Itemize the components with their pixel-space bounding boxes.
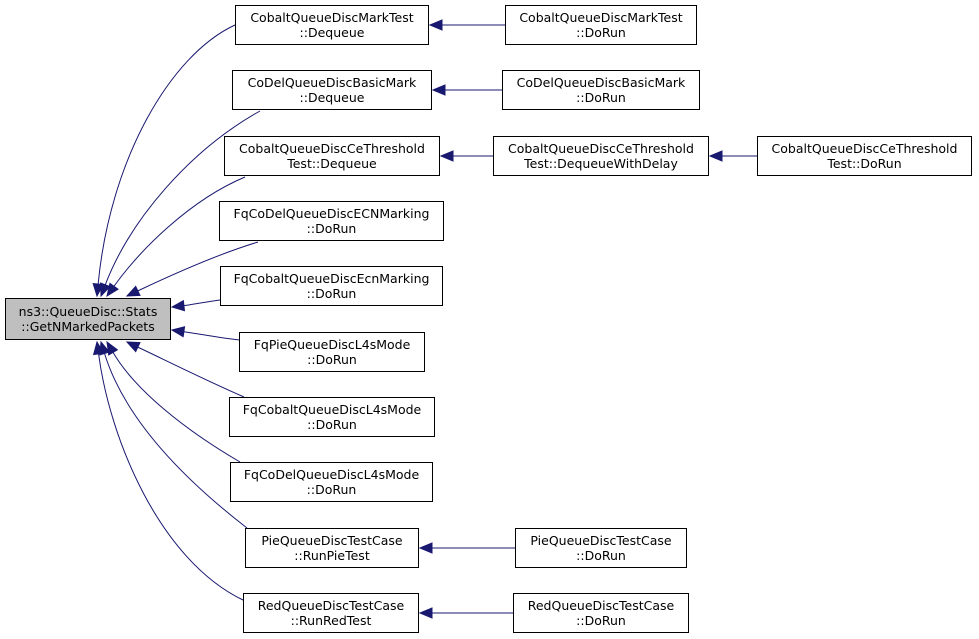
node-label-line: ::DoRun [307,417,357,432]
edge-n3a-to-n3-arrowhead [439,150,454,162]
edge-n2-to-root [104,110,261,285]
node-label-line: FqCobaltQueueDiscL4sMode [242,402,422,417]
node-label-line: CobaltQueueDiscCeThreshold [771,141,958,156]
node-label-line: ::Dequeue [299,90,365,105]
node-label-line: ::DoRun [307,352,357,367]
node-label-line: FqPieQueueDiscL4sMode [253,337,411,352]
node-label-line: ::DoRun [576,548,626,563]
node-label-line: CobaltQueueDiscMarkTest [250,10,414,25]
node-label-line: FqCoDelQueueDiscECNMarking [233,206,430,221]
edge-n1-to-root [97,24,236,285]
node-label-line: ::Dequeue [299,25,365,40]
node-label-line: Test::DequeueWithDelay [524,156,678,171]
edge-n5-to-root-arrowhead [170,299,186,312]
node-label-line: ::RunRedTest [290,613,372,628]
node-label-line: Test::Dequeue [287,156,377,171]
edge-n2a-to-n2-arrowhead [431,84,446,96]
node-label-line: PieQueueDiscTestCase [530,533,672,548]
node-label-line: CobaltQueueDiscCeThreshold [508,141,694,156]
edge-n7-to-root-arrowhead [125,341,141,353]
caller-node-n6[interactable]: FqPieQueueDiscL4sMode::DoRun [239,332,425,372]
edge-n10a-to-n10-arrowhead [418,607,433,619]
edge-n1a-to-n1-arrowhead [428,19,443,31]
edge-n4-to-root [137,241,259,292]
node-label-line: CoDelQueueDiscBasicMark [516,75,686,90]
edge-n3b-to-n3a-arrowhead [708,150,723,162]
node-label-line: FqCobaltQueueDiscEcnMarking [233,271,430,286]
caller-node-n10a[interactable]: RedQueueDiscTestCase::DoRun [513,593,689,633]
node-label-line: ns3::QueueDisc::Stats [18,304,158,319]
edge-n8-to-root [112,352,241,463]
edge-n4-to-root-arrowhead [125,285,141,297]
caller-node-n2a[interactable]: CoDelQueueDiscBasicMark::DoRun [502,70,700,110]
node-label-line: PieQueueDiscTestCase [261,533,403,548]
node-label-line: FqCoDelQueueDiscL4sMode [243,467,420,482]
caller-node-n2[interactable]: CoDelQueueDiscBasicMark::Dequeue [232,70,432,110]
node-label-line: ::RunPieTest [294,548,370,563]
caller-node-n5[interactable]: FqCobaltQueueDiscEcnMarking::DoRun [220,266,443,306]
caller-node-n10[interactable]: RedQueueDiscTestCase::RunRedTest [243,593,419,633]
node-label-line: RedQueueDiscTestCase [257,598,405,613]
caller-node-n9a[interactable]: PieQueueDiscTestCase::DoRun [515,528,687,568]
node-label-line: CobaltQueueDiscCeThreshold [239,141,425,156]
edge-n9a-to-n9-arrowhead [418,542,433,554]
edge-n10-to-root-arrowhead [92,340,105,356]
caller-node-n7[interactable]: FqCobaltQueueDiscL4sMode::DoRun [229,397,435,437]
caller-node-n4[interactable]: FqCoDelQueueDiscECNMarking::DoRun [219,201,444,241]
edge-n5-to-root [183,299,221,307]
edge-n2-to-root-arrowhead [100,282,111,298]
node-label-line: ::GetNMarkedPackets [21,319,155,334]
edge-n8-to-root-arrowhead [106,340,119,356]
node-label-line: CobaltQueueDiscMarkTest [519,10,683,25]
node-label-line: RedQueueDiscTestCase [527,598,675,613]
edge-n6-to-root [183,331,241,341]
edge-n9-to-root [104,353,248,529]
caller-node-n1[interactable]: CobaltQueueDiscMarkTest::Dequeue [235,5,429,45]
node-label-line: ::DoRun [306,482,357,497]
node-label-line: ::DoRun [576,90,626,105]
node-label-line: CoDelQueueDiscBasicMark [247,75,417,90]
edge-n3-to-root [113,176,246,287]
edge-n3-to-root-arrowhead [106,282,119,298]
root-node: ns3::QueueDisc::Stats::GetNMarkedPackets [5,298,171,340]
edge-n7-to-root [137,346,245,398]
node-label-line: ::DoRun [306,221,357,236]
node-label-line: ::DoRun [576,25,626,40]
edge-n6-to-root-arrowhead [170,326,186,338]
caller-node-n8[interactable]: FqCoDelQueueDiscL4sMode::DoRun [230,462,433,502]
caller-node-n9[interactable]: PieQueueDiscTestCase::RunPieTest [245,528,419,568]
node-label-line: ::DoRun [306,286,357,301]
node-label-line: Test::DoRun [827,156,902,171]
edge-n10-to-root [98,353,244,601]
caller-node-n1a[interactable]: CobaltQueueDiscMarkTest::DoRun [505,5,697,45]
node-label-line: ::DoRun [576,613,626,628]
